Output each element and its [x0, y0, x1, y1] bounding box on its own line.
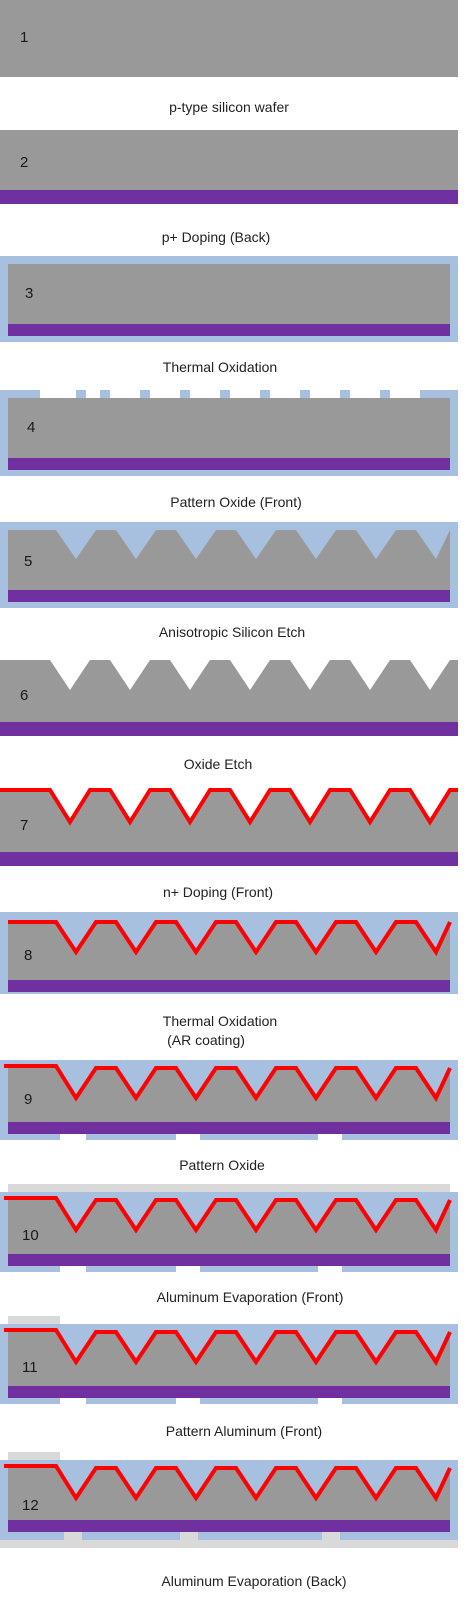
p-plus-back-layer — [0, 852, 458, 866]
p-plus-back-layer — [8, 324, 450, 336]
textured-silicon — [8, 530, 450, 590]
n-plus-front-layer — [8, 920, 452, 957]
textured-silicon — [8, 1332, 450, 1386]
textured-silicon — [8, 1468, 450, 1520]
step-9: 9 Pattern Oxide — [0, 1060, 458, 1173]
aluminum-front-layer — [8, 1184, 450, 1194]
step-number: 2 — [20, 154, 28, 171]
n-plus-front-layer — [4, 1064, 452, 1103]
step-12: 12 Aluminum Evaporation (Back) — [0, 1452, 458, 1589]
step-number: 4 — [27, 419, 35, 436]
step-number: 11 — [22, 1359, 38, 1376]
step-1: 1 p-type silicon wafer — [0, 0, 458, 115]
step-caption: Thermal Oxidation — [163, 1013, 277, 1029]
textured-silicon — [8, 1200, 450, 1254]
step-caption: Aluminum Evaporation (Front) — [157, 1289, 344, 1305]
step-caption: Anisotropic Silicon Etch — [159, 624, 305, 640]
silicon-wafer — [0, 130, 458, 190]
oxide-back-openings — [60, 1398, 342, 1404]
p-plus-back-layer — [8, 1386, 450, 1398]
p-plus-back-layer — [0, 722, 458, 736]
step-3: 3 Thermal Oxidation — [0, 256, 458, 375]
silicon-wafer — [0, 0, 458, 77]
step-caption: Pattern Oxide — [179, 1157, 265, 1173]
step-7: 7 n+ Doping (Front) — [0, 788, 458, 900]
p-plus-back-layer — [8, 458, 450, 470]
textured-silicon — [8, 922, 450, 980]
p-plus-back-layer — [8, 1254, 450, 1266]
n-plus-front-layer — [4, 1464, 452, 1503]
step-caption: Thermal Oxidation — [163, 359, 277, 375]
n-plus-front-layer — [4, 1328, 452, 1367]
step-number: 9 — [24, 1091, 32, 1108]
step-number: 3 — [25, 285, 33, 302]
step-number: 10 — [22, 1227, 39, 1244]
oxide-openings — [40, 390, 420, 398]
step-number: 12 — [22, 1497, 39, 1514]
step-number: 7 — [20, 817, 28, 834]
step-caption: p+ Doping (Back) — [162, 229, 271, 245]
oxide-back-openings — [60, 1134, 342, 1140]
aluminum-front-contact — [8, 1452, 60, 1462]
step-5: 5 Anisotropic Silicon Etch — [0, 522, 458, 640]
aluminum-front-contact — [8, 1316, 60, 1326]
step-caption-line2: (AR coating) — [167, 1032, 245, 1048]
step-11: 11 Pattern Aluminum (Front) — [0, 1316, 458, 1439]
step-number: 1 — [20, 29, 28, 46]
p-plus-back-layer — [8, 980, 450, 992]
n-plus-front-layer — [0, 788, 458, 826]
step-caption: Oxide Etch — [184, 756, 252, 772]
p-plus-back-layer — [8, 1122, 450, 1134]
step-8: 8 Thermal Oxidation (AR coating) — [0, 908, 458, 1048]
oxide-mask-bits — [56, 522, 96, 530]
oxide-top-contour — [0, 908, 458, 912]
p-plus-back-layer — [8, 590, 450, 602]
step-number: 8 — [24, 947, 32, 964]
textured-silicon — [0, 660, 458, 722]
aluminum-back-layer — [0, 1540, 458, 1548]
step-caption: Pattern Aluminum (Front) — [166, 1423, 322, 1439]
back-contact-bumps — [64, 1532, 340, 1540]
textured-silicon — [0, 790, 458, 852]
step-caption: p-type silicon wafer — [169, 99, 289, 115]
p-plus-back-layer — [8, 1520, 450, 1532]
step-number: 5 — [24, 553, 32, 570]
n-plus-front-layer — [4, 1196, 452, 1235]
step-caption: n+ Doping (Front) — [163, 884, 273, 900]
step-6: 6 Oxide Etch — [0, 660, 458, 772]
step-4: 4 Pattern Oxide (Front) — [0, 390, 458, 510]
textured-silicon — [8, 1068, 450, 1122]
step-caption: Aluminum Evaporation (Back) — [161, 1573, 346, 1589]
p-plus-back-layer — [0, 190, 458, 204]
step-number: 6 — [20, 687, 28, 704]
silicon-wafer — [8, 398, 450, 458]
silicon-wafer — [8, 264, 450, 324]
oxide-back-openings — [60, 1266, 342, 1272]
step-10: 10 Aluminum Evaporation (Front) — [0, 1184, 458, 1305]
step-caption: Pattern Oxide (Front) — [170, 494, 302, 510]
step-2: 2 p+ Doping (Back) — [0, 130, 458, 245]
